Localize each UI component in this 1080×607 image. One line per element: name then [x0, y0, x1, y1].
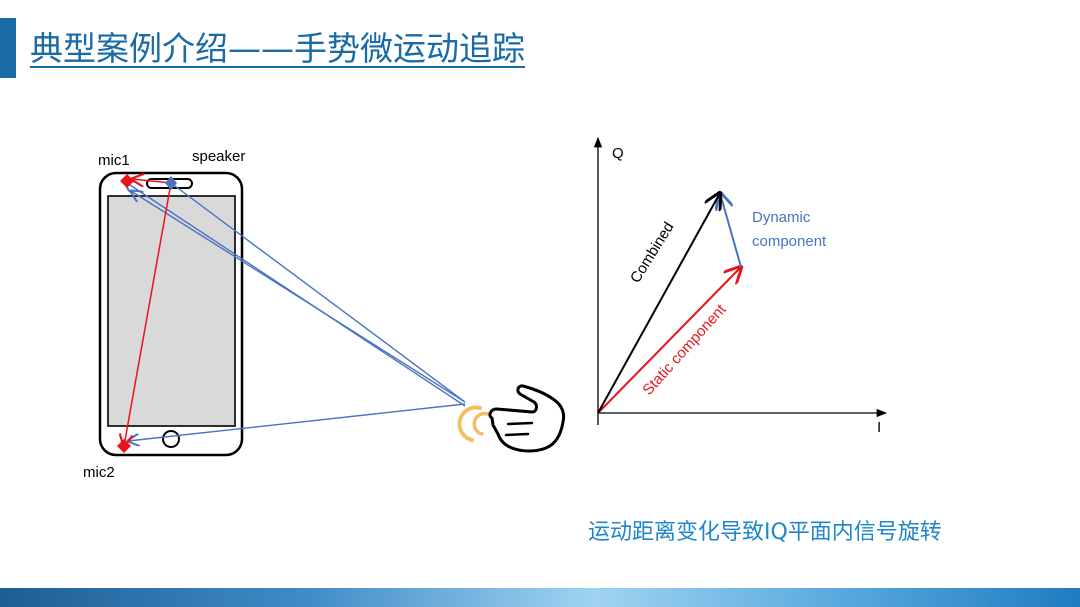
q-axis-label: Q [612, 145, 624, 162]
dynamic-label-line2: component [752, 233, 827, 250]
path-finger-to-mic2 [128, 403, 466, 441]
wave-arc-inner [472, 411, 489, 436]
combined-label: Combined [627, 219, 678, 286]
direct-paths [124, 179, 172, 446]
slide-title: 典型案例介绍——手势微运动追踪 [30, 29, 525, 68]
reflection-paths [124, 181, 466, 441]
mic2-label: mic2 [83, 464, 115, 481]
phone [98, 171, 244, 457]
combined-vector [597, 193, 720, 414]
dynamic-component-vector [720, 193, 742, 268]
static-component-vector [597, 267, 741, 414]
footer-gradient-band [0, 588, 1080, 607]
mic1-label: mic1 [98, 152, 130, 169]
i-axis-label: I [877, 419, 881, 436]
path-finger-to-mic1-b [124, 181, 466, 407]
mic2-marker [117, 439, 131, 453]
mic1-marker [120, 174, 134, 188]
speaker-label: speaker [192, 148, 245, 165]
path-speaker-to-mic1 [132, 179, 172, 183]
path-speaker-to-mic2 [124, 182, 172, 446]
title-accent-bar [0, 18, 16, 78]
wave-arc-outer [457, 405, 482, 442]
dynamic-label-line1: Dynamic [752, 209, 811, 226]
hand-finger-line-2 [504, 432, 530, 437]
speaker-marker [165, 176, 177, 190]
slide-caption: 运动距离变化导致IQ平面内信号旋转 [588, 520, 942, 545]
home-button [162, 430, 180, 448]
phone-screen [107, 195, 236, 427]
hand-outline [488, 384, 566, 453]
hand-finger-line-1 [506, 421, 534, 426]
iq-plot: Q I Combined Static component Dynamic co… [593, 136, 888, 436]
path-speaker-to-finger [170, 182, 466, 403]
pointing-hand-icon [457, 384, 566, 453]
